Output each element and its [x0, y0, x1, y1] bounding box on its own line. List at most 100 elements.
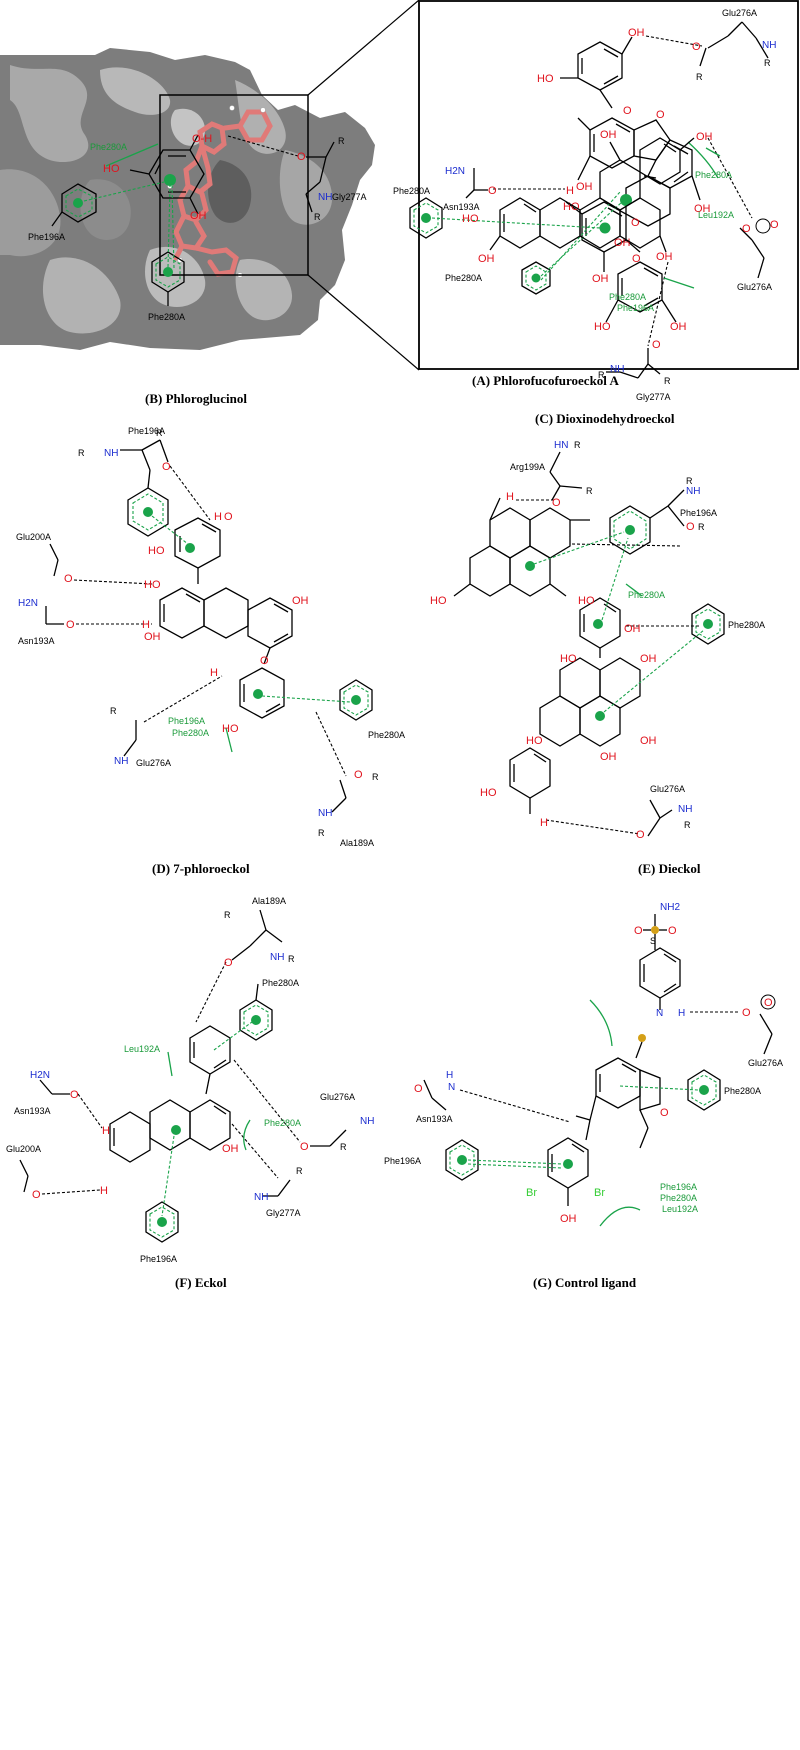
panel-d-label: NH — [318, 808, 332, 819]
panel-e-label: Phe196A — [680, 508, 717, 518]
caption-b: (B) Phloroglucinol — [145, 391, 247, 406]
panel-f-label: OH — [222, 1143, 239, 1155]
panel-c-label: NH — [610, 364, 624, 375]
panel-d-label: OH — [144, 631, 161, 643]
panel-b-label: Gly277A — [332, 192, 367, 202]
panel-f-label: R — [340, 1142, 347, 1152]
panel-d-label: R — [318, 828, 325, 838]
panel-a-label: O — [632, 253, 641, 265]
panel-e-label: HO — [430, 595, 447, 607]
panel-d-label: O — [162, 461, 171, 473]
panel-a-label: HO — [537, 73, 554, 85]
panel-g-label: Asn193A — [416, 1114, 453, 1124]
panel-b-label: HO — [103, 163, 120, 175]
panel-d-label: Phe280A — [368, 730, 405, 740]
panel-d-label: Phe196A — [128, 426, 165, 436]
panel-b-label: OH — [190, 210, 207, 222]
panel-c-label: Phe196A — [617, 303, 654, 313]
panel-d-label: O — [354, 769, 363, 781]
panel-b-label: Phe280A — [148, 312, 185, 322]
panel-g-label: OH — [560, 1213, 577, 1225]
panel-e: HN R Arg199A O R H R NH Phe196A O R HO H… — [430, 440, 765, 876]
panel-a-label: H2N — [445, 166, 465, 177]
panel-f-label: Gly277A — [266, 1208, 301, 1218]
panel-c: OH OH Phe280A HO Leu192A OH O O Glu276A … — [393, 129, 779, 426]
inset-labels-a: Glu276A NH R O R OH HO O H2N Asn193A O H… — [443, 8, 776, 333]
panel-d-label: Phe196A — [168, 716, 205, 726]
caption-f: (F) Eckol — [175, 1275, 227, 1290]
panel-b-label: NH — [318, 192, 332, 203]
panel-a: Glu276A NH R O R OH HO O H2N Asn193A O H… — [0, 0, 799, 388]
panel-e-label: HO — [480, 787, 497, 799]
panel-a-label: Phe280A — [695, 170, 732, 180]
panel-b-label: O-H — [192, 133, 212, 145]
panel-e-label: HO — [560, 653, 577, 665]
panel-e-label: OH — [640, 735, 657, 747]
panel-e-label: R — [698, 522, 705, 532]
panel-g-label: Br — [594, 1187, 605, 1199]
panel-e-label: HO — [526, 735, 543, 747]
panel-c-label: Leu192A — [698, 210, 734, 220]
panel-g-label: Phe280A — [660, 1193, 697, 1203]
panel-e-label: OH — [640, 653, 657, 665]
panel-g-label: O — [764, 997, 773, 1009]
panel-d-label: H2N — [18, 598, 38, 609]
caption-c: (C) Dioxinodehydroeckol — [535, 411, 675, 426]
panel-e-label: Arg199A — [510, 462, 545, 472]
panel-g-label: O — [660, 1107, 669, 1119]
panel-e-label: Phe280A — [628, 590, 665, 600]
panel-g-label: O — [414, 1083, 423, 1095]
panel-d-label: NH — [104, 448, 118, 459]
panel-a-label: Phe280A — [445, 273, 482, 283]
panel-f-label: R — [224, 910, 231, 920]
panel-e-label: Phe280A — [728, 620, 765, 630]
panel-e-label: O — [552, 497, 561, 509]
panel-c-label: OH — [600, 129, 617, 141]
panel-f-label: NH — [270, 952, 284, 963]
panel-f: Ala189A R NH R Phe280A Leu192A O H2N O H… — [6, 896, 374, 1290]
panel-a-label: NH — [762, 40, 776, 51]
panel-c-label: Glu276A — [737, 282, 772, 292]
panel-e-label: HN — [554, 440, 568, 451]
panel-g-label: O — [668, 925, 677, 937]
panel-d: Phe196A R NH R O HO H O Glu200A O H O H2… — [16, 426, 405, 876]
panel-c-label: O — [742, 223, 751, 235]
panel-a-label: OH — [592, 273, 609, 285]
panel-d-label: H — [214, 511, 222, 523]
panel-f-label: Phe280A — [264, 1118, 301, 1128]
panel-a-label: O — [692, 41, 701, 53]
panel-e-label: O — [686, 521, 695, 533]
panel-b: Phe280A O-H HO OH O R NH R Gly277A Phe19… — [28, 133, 367, 406]
panel-b-label: R — [338, 136, 345, 146]
panel-d-label: H — [144, 579, 152, 591]
panel-g-label: Leu192A — [662, 1204, 698, 1214]
panel-d-label: R — [372, 772, 379, 782]
panel-f-label: R — [296, 1166, 303, 1176]
panel-g-label: Phe196A — [660, 1182, 697, 1192]
caption-g: (G) Control ligand — [533, 1275, 637, 1290]
panel-f-label: Phe196A — [140, 1254, 177, 1264]
panel-g-label: O — [634, 925, 643, 937]
panel-e-label: Glu276A — [650, 784, 685, 794]
panel-g-label: O — [742, 1007, 751, 1019]
panel-d-label: O — [152, 579, 161, 591]
panel-d-label: Phe280A — [172, 728, 209, 738]
panel-b-label: R — [314, 212, 321, 222]
panel-a-label: HO — [563, 201, 580, 213]
panel-c-label: R — [598, 370, 605, 380]
panel-f-label: Phe280A — [262, 978, 299, 988]
panel-a-label: O — [656, 109, 665, 121]
panel-d-label: R — [110, 706, 117, 716]
panel-e-label: NH — [686, 486, 700, 497]
panel-e-label: OH — [600, 751, 617, 763]
panel-a-label: R — [696, 72, 703, 82]
panel-d-label: O — [66, 619, 75, 631]
panel-c-label: O — [652, 339, 661, 351]
panel-e-label: NH — [678, 804, 692, 815]
panel-e-label: H — [540, 817, 548, 829]
panel-f-label: NH — [360, 1116, 374, 1127]
panel-a-label: OH — [628, 27, 645, 39]
panel-b-label: Phe196A — [28, 232, 65, 242]
panel-e-label: R — [686, 476, 693, 486]
